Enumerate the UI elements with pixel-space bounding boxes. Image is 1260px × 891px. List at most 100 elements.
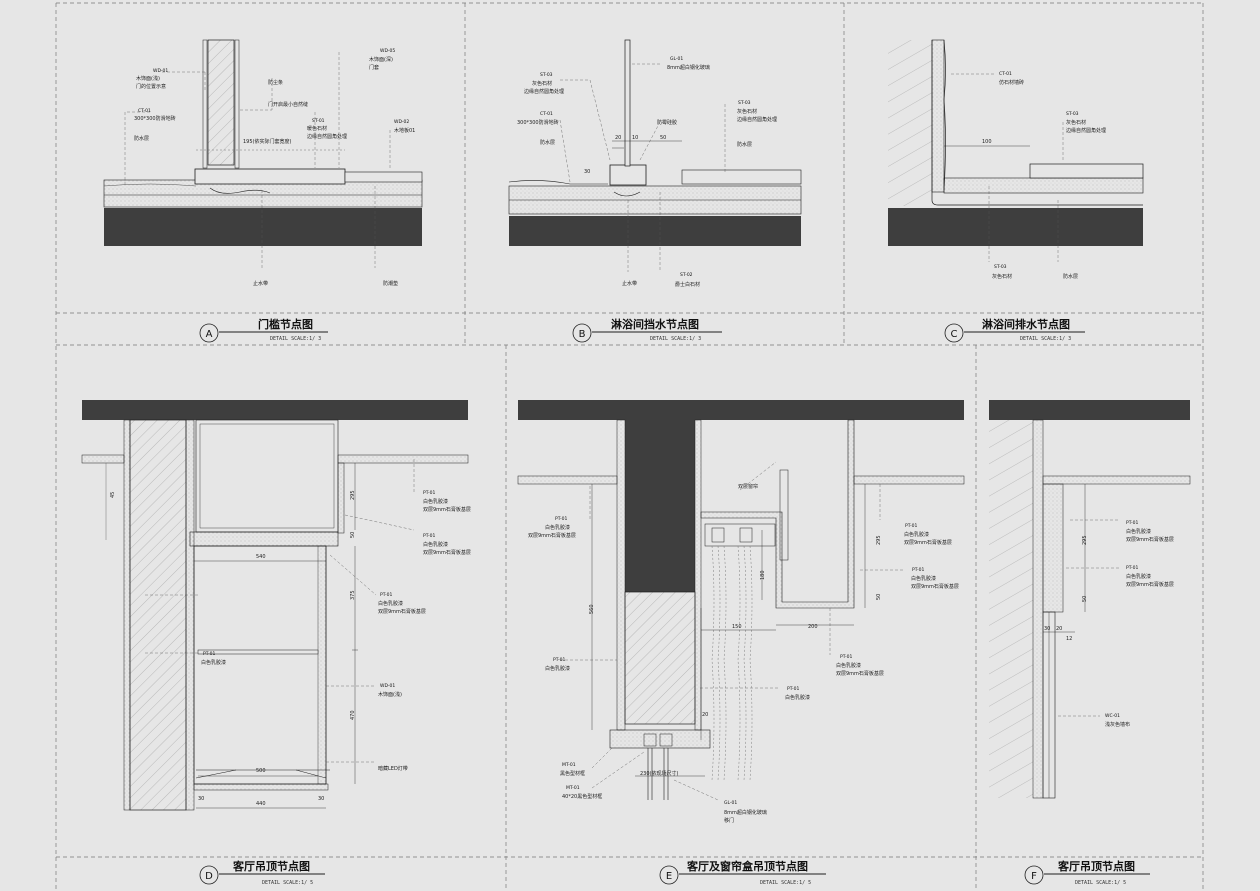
detail-c-annotations [950, 73, 1064, 262]
floor-slab [104, 208, 422, 246]
ceiling-slab [989, 400, 1190, 420]
scale-b: DETAIL SCALE:1/ 3 [650, 336, 701, 342]
label-st03-1: 灰色石材 [1066, 119, 1086, 126]
dim-door-width: 195(依实际门套宽度) [243, 138, 291, 145]
label-st01-2: 边缘自然圆角处理 [307, 133, 347, 140]
door-leaf [207, 39, 235, 166]
label-st01-1: 暖色石材 [307, 125, 327, 132]
tag-d-pt3: PT-01 [380, 592, 393, 598]
wall-section [129, 419, 187, 811]
detail-e-annotations [560, 461, 905, 801]
detail-d-title: D 客厅吊顶节点图 DETAIL SCALE:1/ 5 [199, 859, 325, 886]
tag-ct01: CT-01 [999, 71, 1012, 77]
bubble-d: D [205, 871, 213, 882]
bubble-b: B [579, 329, 586, 340]
label-wd01-2: 门的位置示意 [136, 83, 166, 90]
dim-e-200: 200 [808, 624, 818, 630]
label-f-wc: 浅灰色墙布 [1105, 721, 1130, 728]
label-e-pt4-1: 白色乳胶漆 [836, 662, 861, 669]
tag-ct01: CT-01 [540, 111, 553, 117]
tag-e-gl: GL-01 [724, 800, 737, 806]
bubble-f: F [1031, 871, 1037, 882]
dim-e-295: 295 [876, 535, 882, 545]
bubble-c: C [951, 329, 958, 340]
dim-d-50: 50 [350, 532, 356, 538]
tag-d-wd: WD-01 [380, 683, 395, 689]
label-gl01: 8mm超白钢化玻璃 [667, 64, 710, 71]
label-e-pt6: 白色乳胶漆 [785, 694, 810, 701]
dim-d-440: 440 [256, 801, 266, 807]
dim-d-30a: 30 [198, 796, 204, 802]
dim-f-20: 20 [1056, 626, 1062, 632]
detail-c [888, 39, 1144, 246]
label-e-pt5: 白色乳胶漆 [545, 665, 570, 672]
tag-d-pt4: PT-01 [203, 651, 216, 657]
tag-f-pt1: PT-01 [1126, 520, 1139, 526]
label-e-pt1-1: 白色乳胶漆 [545, 524, 570, 531]
label-st03b-3: 防水层 [737, 141, 752, 148]
label-ct01-2: 防水层 [540, 139, 555, 146]
label-e-pt2-2: 双层9mm石膏板基层 [904, 539, 952, 546]
ceiling-box [189, 531, 339, 547]
title-e: 客厅及窗帘盒吊顶节点图 [686, 859, 808, 873]
bubble-a: A [206, 329, 213, 340]
detail-e-title: E 客厅及窗帘盒吊顶节点图 DETAIL SCALE:1/ 5 [659, 859, 826, 886]
detail-a-title: A 门槛节点图 DETAIL SCALE:1/ 3 [199, 317, 328, 343]
label-curtain: 双层窗帘 [738, 483, 758, 490]
detail-f [989, 400, 1191, 799]
label-d-pt3-2: 双层9mm石膏板基层 [378, 608, 426, 615]
label-waterproof: 防水层 [1063, 273, 1078, 280]
floor-slab [888, 208, 1143, 246]
tag-d-pt2: PT-01 [423, 533, 436, 539]
dim-d-295: 295 [350, 490, 356, 500]
threshold-stone [194, 168, 346, 185]
sheet-frame [55, 2, 1204, 889]
screed-layer [103, 179, 423, 208]
tag-e-pt3: PT-01 [912, 567, 925, 573]
tag-st03b: ST-03 [738, 100, 751, 106]
detail-e [517, 400, 965, 800]
label-e-mt1: 黑色型材框 [560, 770, 585, 777]
dim-b-20: 20 [615, 135, 621, 141]
label-door-gap: 门开启最小自然缝 [268, 101, 308, 108]
concrete-beam [625, 400, 695, 592]
dim-f-295: 295 [1082, 535, 1088, 545]
label-silicone: 防霉硅胶 [657, 119, 677, 126]
label-e-pt2-1: 白色乳胶漆 [904, 531, 929, 538]
tag-e-mt1: MT-01 [562, 762, 576, 768]
label-dust-strip: 防尘条 [268, 79, 283, 86]
detail-a [103, 39, 423, 246]
label-ct01-1: 300*300防滑地砖 [134, 115, 176, 122]
dim-e-150: 150 [732, 624, 742, 630]
tag-st03-bottom: ST-03 [994, 264, 1007, 270]
dim-d-375: 375 [350, 590, 356, 600]
dim-b-50: 50 [660, 135, 666, 141]
label-e-pt4-2: 双层9mm石膏板基层 [836, 670, 884, 677]
dim-e-180: 180 [760, 570, 766, 580]
label-wd01-1: 木饰面(浅) [136, 75, 160, 82]
label-wd02: 木地板01 [394, 127, 415, 134]
scale-d: DETAIL SCALE:1/ 5 [262, 880, 313, 886]
label-ct01-1: 300*300防滑地砖 [517, 119, 559, 126]
tag-e-mt2: MT-01 [566, 785, 580, 791]
detail-f-title: F 客厅吊顶节点图 DETAIL SCALE:1/ 5 [1024, 859, 1150, 886]
label-e-pt3-2: 双层9mm石膏板基层 [911, 583, 959, 590]
label-moisture-pad: 防潮垫 [383, 280, 398, 287]
tag-wd02: WD-02 [394, 119, 409, 125]
tag-e-pt2: PT-01 [905, 523, 918, 529]
label-e-mt2: 40*20黑色型材框 [562, 793, 602, 800]
label-f-pt2-2: 双层9mm石膏板基层 [1126, 581, 1174, 588]
label-wd05-1: 木饰面(深) [369, 56, 393, 63]
label-st03a-1: 灰色石材 [532, 80, 552, 87]
label-st03-2: 边缘自然圆角处理 [1066, 127, 1106, 134]
scale-c: DETAIL SCALE:1/ 3 [1020, 336, 1071, 342]
label-d-wd: 木饰面(浅) [378, 691, 402, 698]
scale-e: DETAIL SCALE:1/ 5 [760, 880, 811, 886]
label-d-pt2-2: 双层9mm石膏板基层 [423, 549, 471, 556]
label-e-gl-2: 移门 [724, 817, 734, 824]
label-st03b-1: 灰色石材 [737, 108, 757, 115]
scale-f: DETAIL SCALE:1/ 5 [1075, 880, 1126, 886]
label-st03a-2: 边缘自然圆角处理 [524, 88, 564, 95]
dim-f-30: 30 [1044, 626, 1050, 632]
